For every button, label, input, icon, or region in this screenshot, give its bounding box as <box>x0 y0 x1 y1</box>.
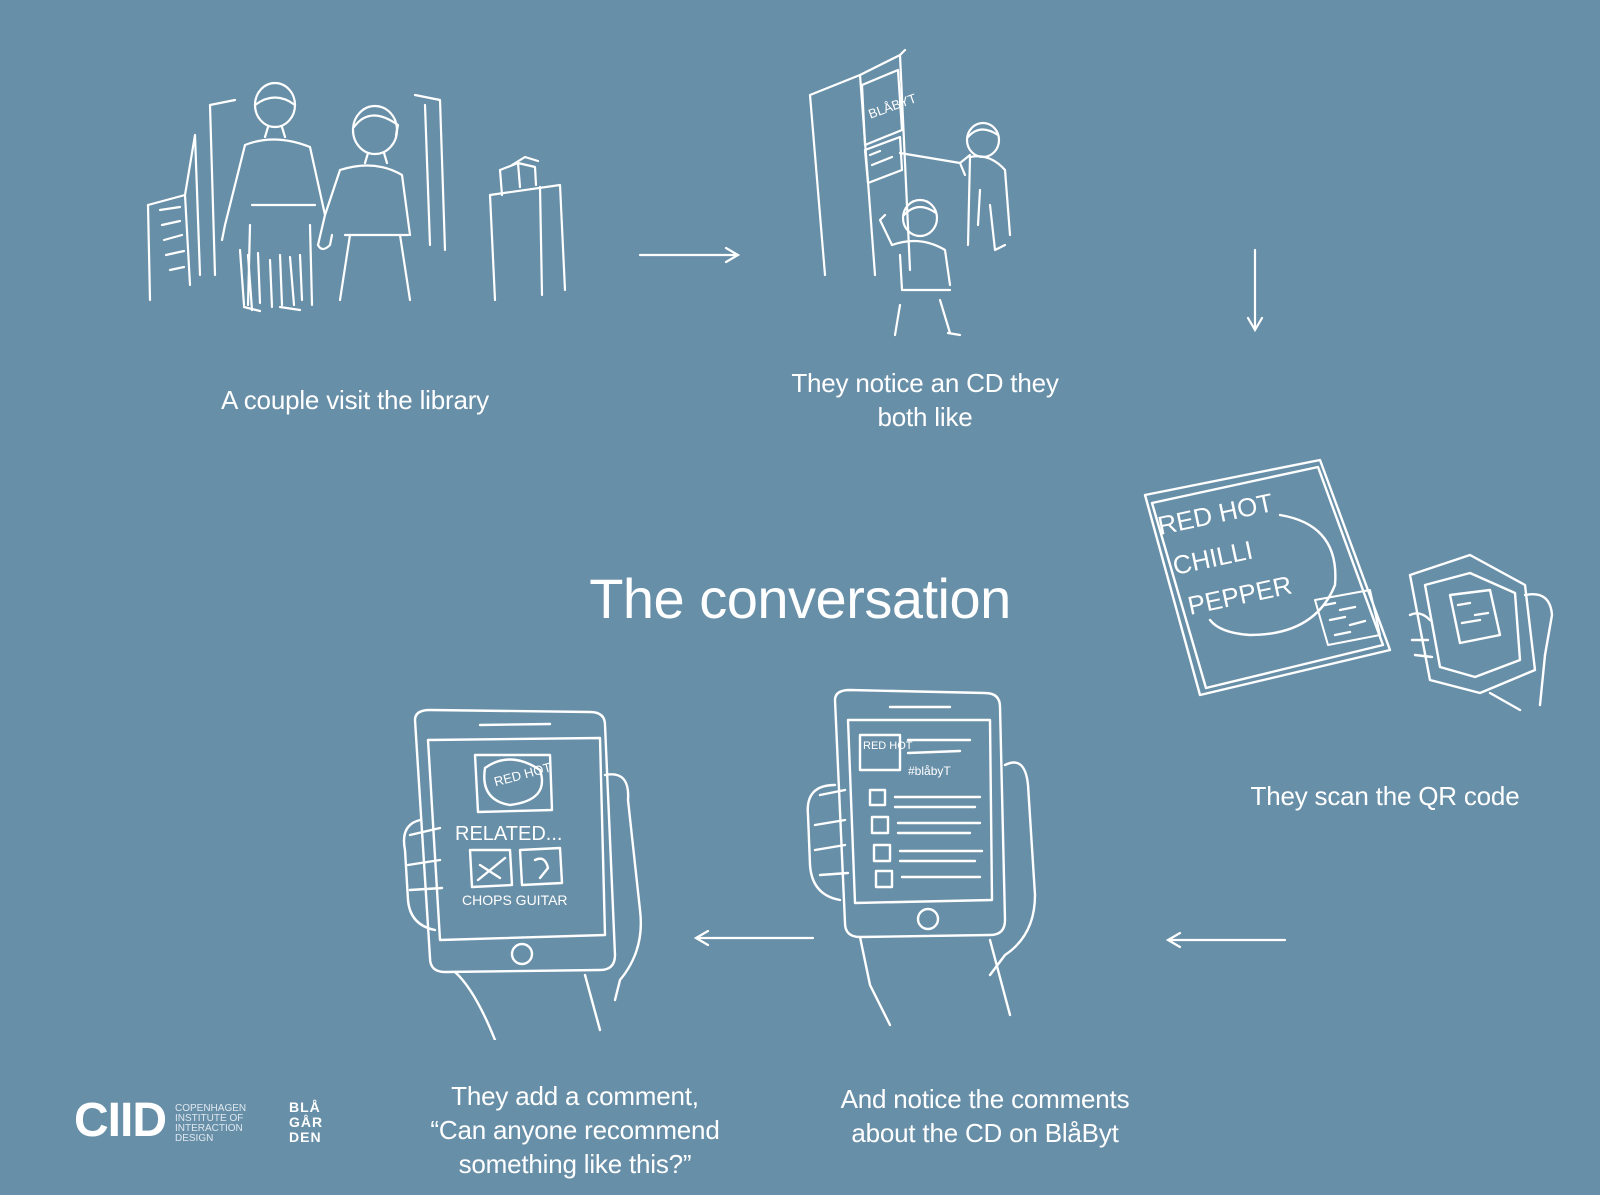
caption-notice-line-2: both like <box>877 402 973 432</box>
bottom-border <box>0 1195 1600 1201</box>
blagarden-line-2: GÅR <box>289 1114 324 1130</box>
phone-comments-sketch: RED HOT #blåbyT <box>806 688 1037 1027</box>
ciid-logo-mark: CIID <box>74 1094 167 1147</box>
blagarden-line-3: DEN <box>289 1129 322 1145</box>
ciid-line-1: COPENHAGEN <box>175 1103 247 1114</box>
phone-hashtag: #blåbyT <box>908 764 951 778</box>
ciid-line-4: DESIGN <box>175 1133 214 1144</box>
shelf-sign-text: BLÅBYT <box>866 90 918 121</box>
phone-related-sketch: RED HOT RELATED... CHOPS GUITAR <box>402 708 642 1040</box>
ciid-logo-text: COPENHAGEN INSTITUTE OF INTERACTION DESI… <box>175 1104 246 1144</box>
caption-comments-line-2: about the CD on BlåByt <box>851 1118 1119 1148</box>
blagarden-logo: BLÅ GÅR DEN <box>289 1100 323 1145</box>
caption-notice-line-1: They notice an CD they <box>791 368 1059 398</box>
related-cd-label: RED HOT <box>492 760 552 790</box>
caption-scan-line-1: They scan the QR code <box>1250 781 1520 811</box>
caption-add-comment-line-3: something like this?” <box>458 1149 692 1179</box>
qr-scan-sketch: RED HOT CHILLI PEPPER <box>1143 458 1554 712</box>
arrow-down-1 <box>1246 248 1264 333</box>
couple-in-library-sketch <box>146 81 567 313</box>
arrow-left-2 <box>693 929 815 947</box>
blagarden-line-1: BLÅ <box>289 1099 321 1115</box>
caption-add-comment-line-2: “Can anyone recommend <box>430 1115 720 1145</box>
caption-comments-line-1: And notice the comments <box>840 1084 1130 1114</box>
caption-add-comment-line-1: They add a comment, <box>451 1081 699 1111</box>
caption-notice: They notice an CD they both like <box>760 366 1090 434</box>
cd-text-line1: RED HOT <box>1155 487 1276 541</box>
caption-add-comment: They add a comment, “Can anyone recommen… <box>405 1079 745 1181</box>
page-title: The conversation <box>589 567 1011 630</box>
arrow-right-1 <box>638 246 741 264</box>
ciid-line-3: INTERACTION <box>175 1123 243 1134</box>
arrow-left-1 <box>1165 931 1287 949</box>
phone-cd-label: RED HOT <box>863 740 913 752</box>
cd-text-line3: PEPPER <box>1185 570 1294 621</box>
caption-visit: A couple visit the library <box>170 383 540 417</box>
cd-shelf-sketch: BLÅBYT <box>808 48 1012 337</box>
related-items-label: CHOPS GUITAR <box>462 892 568 908</box>
caption-visit-line-1: A couple visit the library <box>221 385 489 415</box>
caption-comments: And notice the comments about the CD on … <box>810 1082 1160 1150</box>
cd-text-line2: CHILLI <box>1170 535 1255 581</box>
caption-scan: They scan the QR code <box>1215 779 1555 813</box>
ciid-line-2: INSTITUTE OF <box>175 1113 244 1124</box>
related-heading: RELATED... <box>455 823 562 845</box>
